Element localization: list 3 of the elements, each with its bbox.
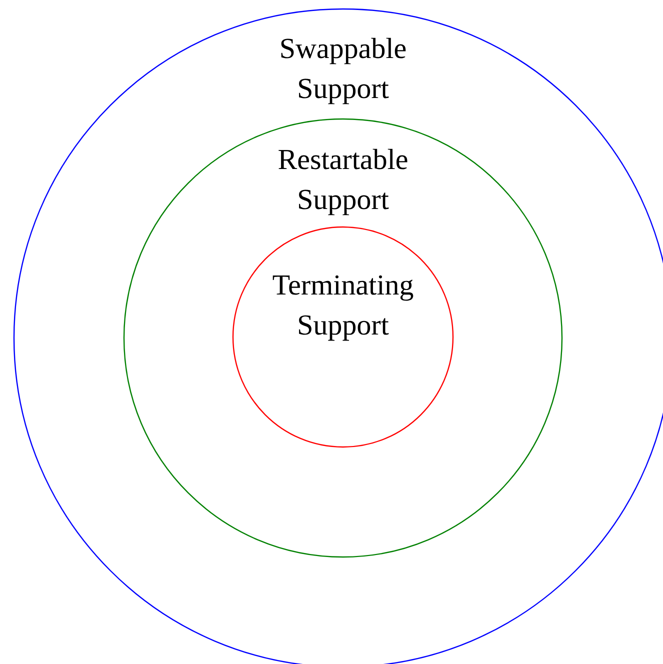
circle-label: Terminating Support (272, 275, 414, 341)
circle-label: Restartable Support (278, 148, 408, 216)
circle-label: Swappable Support (281, 38, 406, 104)
